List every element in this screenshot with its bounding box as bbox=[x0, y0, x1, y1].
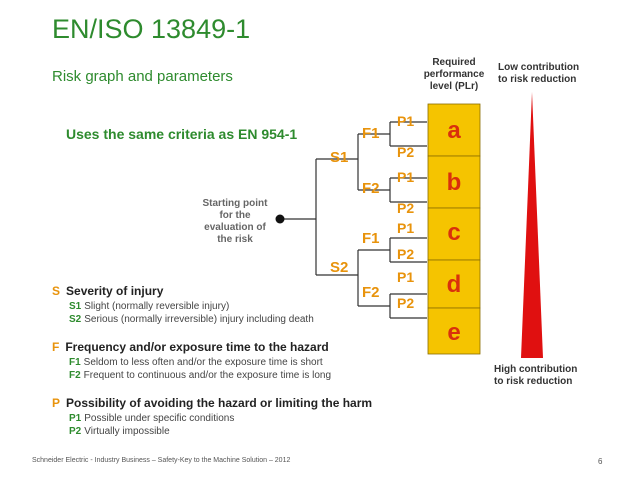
level-box-c bbox=[427, 207, 481, 261]
legend-letter: F bbox=[52, 340, 60, 354]
legend-possibility: P Possibility of avoiding the hazard or l… bbox=[52, 396, 372, 437]
graph-f-label: F2 bbox=[362, 180, 380, 197]
graph-p-label: P2 bbox=[397, 200, 414, 216]
legend-letter: P bbox=[52, 396, 61, 410]
legend-code: S1 bbox=[69, 301, 82, 312]
graph-p-label: P2 bbox=[397, 144, 414, 160]
page-subtitle: Risk graph and parameters bbox=[52, 68, 233, 85]
legend-title: Possibility of avoiding the hazard or li… bbox=[66, 396, 373, 410]
graph-f-label: F2 bbox=[362, 284, 380, 301]
legend-possibility-heading: P Possibility of avoiding the hazard or l… bbox=[52, 396, 372, 410]
legend-text: Slight (normally reversible injury) bbox=[84, 301, 230, 312]
start-line-4: the risk bbox=[217, 234, 253, 245]
footer-text: Schneider Electric - Industry Business –… bbox=[32, 457, 291, 464]
level-label-c: c bbox=[447, 219, 460, 246]
graph-f-label: F1 bbox=[362, 125, 380, 142]
required-line-1: Required bbox=[432, 57, 476, 68]
level-label-b: b bbox=[447, 169, 462, 196]
legend-title: Severity of injury bbox=[66, 284, 164, 298]
low-contribution-label: Low contribution to risk reduction bbox=[498, 62, 590, 86]
low-line-2: to risk reduction bbox=[498, 74, 577, 85]
required-performance-label: Required performance level (PLr) bbox=[418, 57, 490, 93]
legend-code: S2 bbox=[69, 314, 82, 325]
required-line-2: performance bbox=[423, 69, 485, 80]
graph-s-label: S1 bbox=[330, 149, 348, 166]
risk-reduction-triangle bbox=[521, 92, 543, 358]
level-label-a: a bbox=[447, 117, 461, 144]
criteria-note: Uses the same criteria as EN 954-1 bbox=[66, 126, 298, 142]
legend-text: Frequent to continuous and/or the exposu… bbox=[83, 370, 332, 381]
starting-point-dot bbox=[275, 214, 285, 224]
legend-frequency-heading: F Frequency and/or exposure time to the h… bbox=[52, 340, 331, 354]
legend-text: Possible under specific conditions bbox=[84, 413, 235, 424]
high-line-2: to risk reduction bbox=[494, 376, 573, 387]
starting-point-label: Starting point for the evaluation of the… bbox=[194, 198, 276, 246]
graph-f-label: F1 bbox=[362, 230, 380, 247]
level-box-b bbox=[427, 155, 481, 209]
legend-text: Serious (normally irreversible) injury i… bbox=[84, 314, 314, 325]
graph-p-label: P1 bbox=[397, 269, 414, 285]
graph-p-label: P1 bbox=[397, 220, 414, 236]
level-label-d: d bbox=[447, 271, 462, 298]
high-line-1: High contribution bbox=[494, 364, 578, 375]
high-contribution-label: High contribution to risk reduction bbox=[494, 364, 594, 388]
legend-letter: S bbox=[52, 284, 61, 298]
level-boxes bbox=[427, 103, 481, 355]
graph-p-label: P2 bbox=[397, 246, 414, 262]
legend-code: P2 bbox=[69, 426, 82, 437]
legend-severity-heading: S Severity of injury bbox=[52, 284, 314, 298]
legend-text: Virtually impossible bbox=[84, 426, 170, 437]
legend-title: Frequency and/or exposure time to the ha… bbox=[65, 340, 329, 354]
start-line-1: Starting point bbox=[202, 198, 268, 209]
tree-lines bbox=[280, 121, 427, 319]
page-number: 6 bbox=[598, 457, 603, 466]
graph-p-label: P1 bbox=[397, 113, 414, 129]
legend-text: Seldom to less often and/or the exposure… bbox=[83, 357, 323, 368]
low-line-1: Low contribution bbox=[498, 62, 580, 73]
legend-frequency: F Frequency and/or exposure time to the h… bbox=[52, 340, 331, 381]
level-box-d bbox=[427, 259, 481, 309]
level-box-a bbox=[427, 103, 481, 157]
level-box-e bbox=[427, 307, 481, 355]
legend-code: F1 bbox=[69, 357, 81, 368]
start-line-3: evaluation of bbox=[204, 222, 266, 233]
page-title: EN/ISO 13849-1 bbox=[52, 14, 251, 44]
required-line-3: level (PLr) bbox=[429, 81, 479, 92]
start-line-2: for the bbox=[219, 210, 251, 221]
legend-code: F2 bbox=[69, 370, 81, 381]
graph-s-label: S2 bbox=[330, 259, 348, 276]
graph-p-label: P2 bbox=[397, 295, 414, 311]
graph-p-label: P1 bbox=[397, 169, 414, 185]
legend-code: P1 bbox=[69, 413, 82, 424]
level-label-e: e bbox=[447, 319, 460, 346]
